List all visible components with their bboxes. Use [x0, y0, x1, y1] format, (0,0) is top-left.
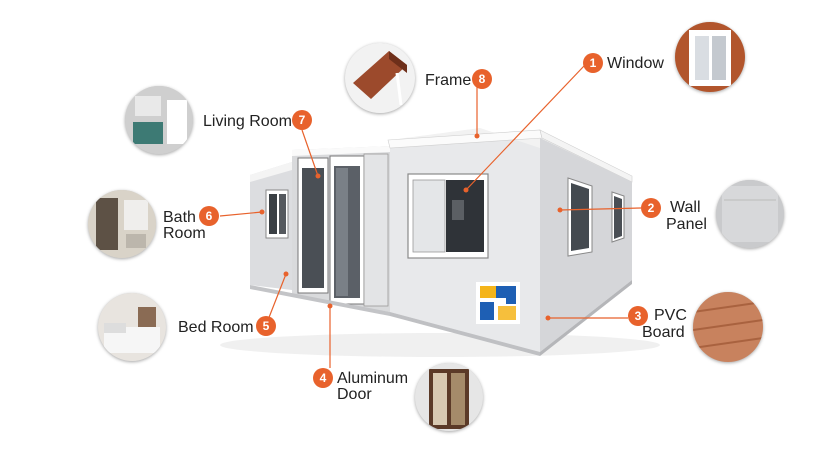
- living-room-label: Living Room: [203, 113, 292, 130]
- pvc-board-number-badge: 3: [628, 306, 648, 326]
- window-label: Window: [607, 55, 664, 72]
- bed-room-thumbnail: [98, 293, 166, 361]
- living-room-thumbnail: [125, 86, 193, 154]
- bed-room-number-badge: 5: [256, 316, 276, 336]
- living-room-number-badge: 7: [292, 110, 312, 130]
- bath-room-thumbnail: [88, 190, 156, 258]
- window-thumbnail: [675, 22, 745, 92]
- wall-panel-number-badge: 2: [641, 198, 661, 218]
- logo-mark-icon: [476, 282, 520, 324]
- bath-room-label-line1: Bath: [163, 209, 196, 226]
- frame-number-badge: 8: [472, 69, 492, 89]
- pvc-board-label-line1: PVC: [654, 307, 687, 324]
- wall-panel-label-line2: Panel: [666, 216, 707, 233]
- aluminum-door-label-line1: Aluminum: [337, 370, 409, 387]
- leader-lines: [219, 65, 642, 368]
- wall-panel-label-line1: Wall: [670, 199, 701, 216]
- bed-room-label: Bed Room: [178, 319, 254, 336]
- frame-label: Frame: [425, 72, 472, 89]
- frame-thumbnail: [345, 43, 415, 113]
- aluminum-door-thumbnail: [415, 363, 483, 431]
- bath-room-label-line2: Room: [163, 225, 206, 242]
- window-number-badge: 1: [583, 53, 603, 73]
- pvc-board-label-line2: Board: [642, 324, 685, 341]
- bath-room-number-badge: 6: [199, 206, 219, 226]
- aluminum-door-number-badge: 4: [313, 368, 333, 388]
- wall-panel-thumbnail: [716, 180, 784, 248]
- pvc-board-thumbnail: [693, 292, 763, 362]
- aluminum-door-label-line2: Door: [337, 386, 372, 403]
